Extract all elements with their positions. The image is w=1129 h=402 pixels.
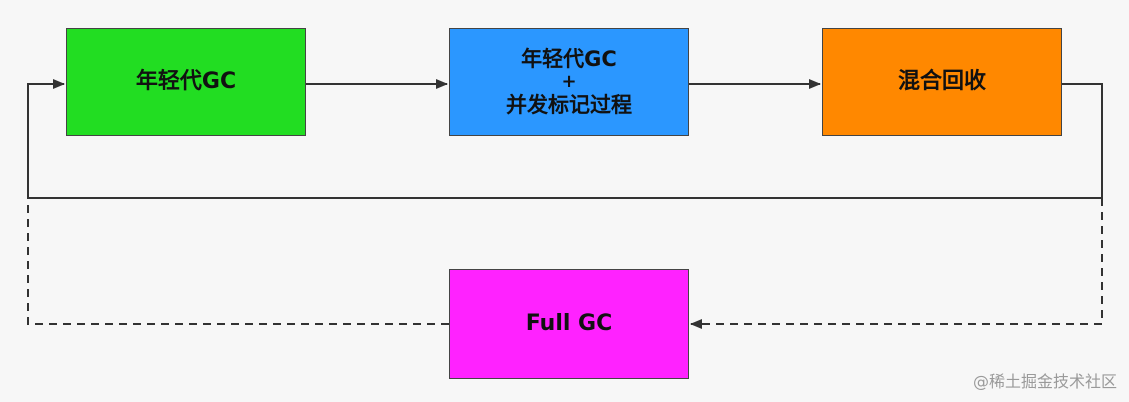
concurrent-marking-node: 年轻代GC + 并发标记过程 (449, 28, 689, 136)
concurrent-node-plus: + (561, 71, 577, 93)
concurrent-node-line-3: 并发标记过程 (506, 92, 632, 117)
full-gc-label: Full GC (525, 311, 613, 337)
young-gc-node: 年轻代GC (66, 28, 306, 136)
edge-mixed-to-young-loop (27, 79, 1103, 199)
edge-full-to-young-dashed (27, 198, 449, 325)
mixed-gc-label: 混合回收 (897, 69, 986, 95)
young-gc-label: 年轻代GC (135, 69, 237, 95)
full-gc-node: Full GC (449, 269, 689, 379)
watermark-text: @稀土掘金技术社区 (972, 372, 1117, 391)
concurrent-node-line-1: 年轻代GC (521, 46, 617, 71)
edge-mixed-to-full-dashed (690, 198, 1103, 329)
mixed-gc-node: 混合回收 (822, 28, 1062, 136)
